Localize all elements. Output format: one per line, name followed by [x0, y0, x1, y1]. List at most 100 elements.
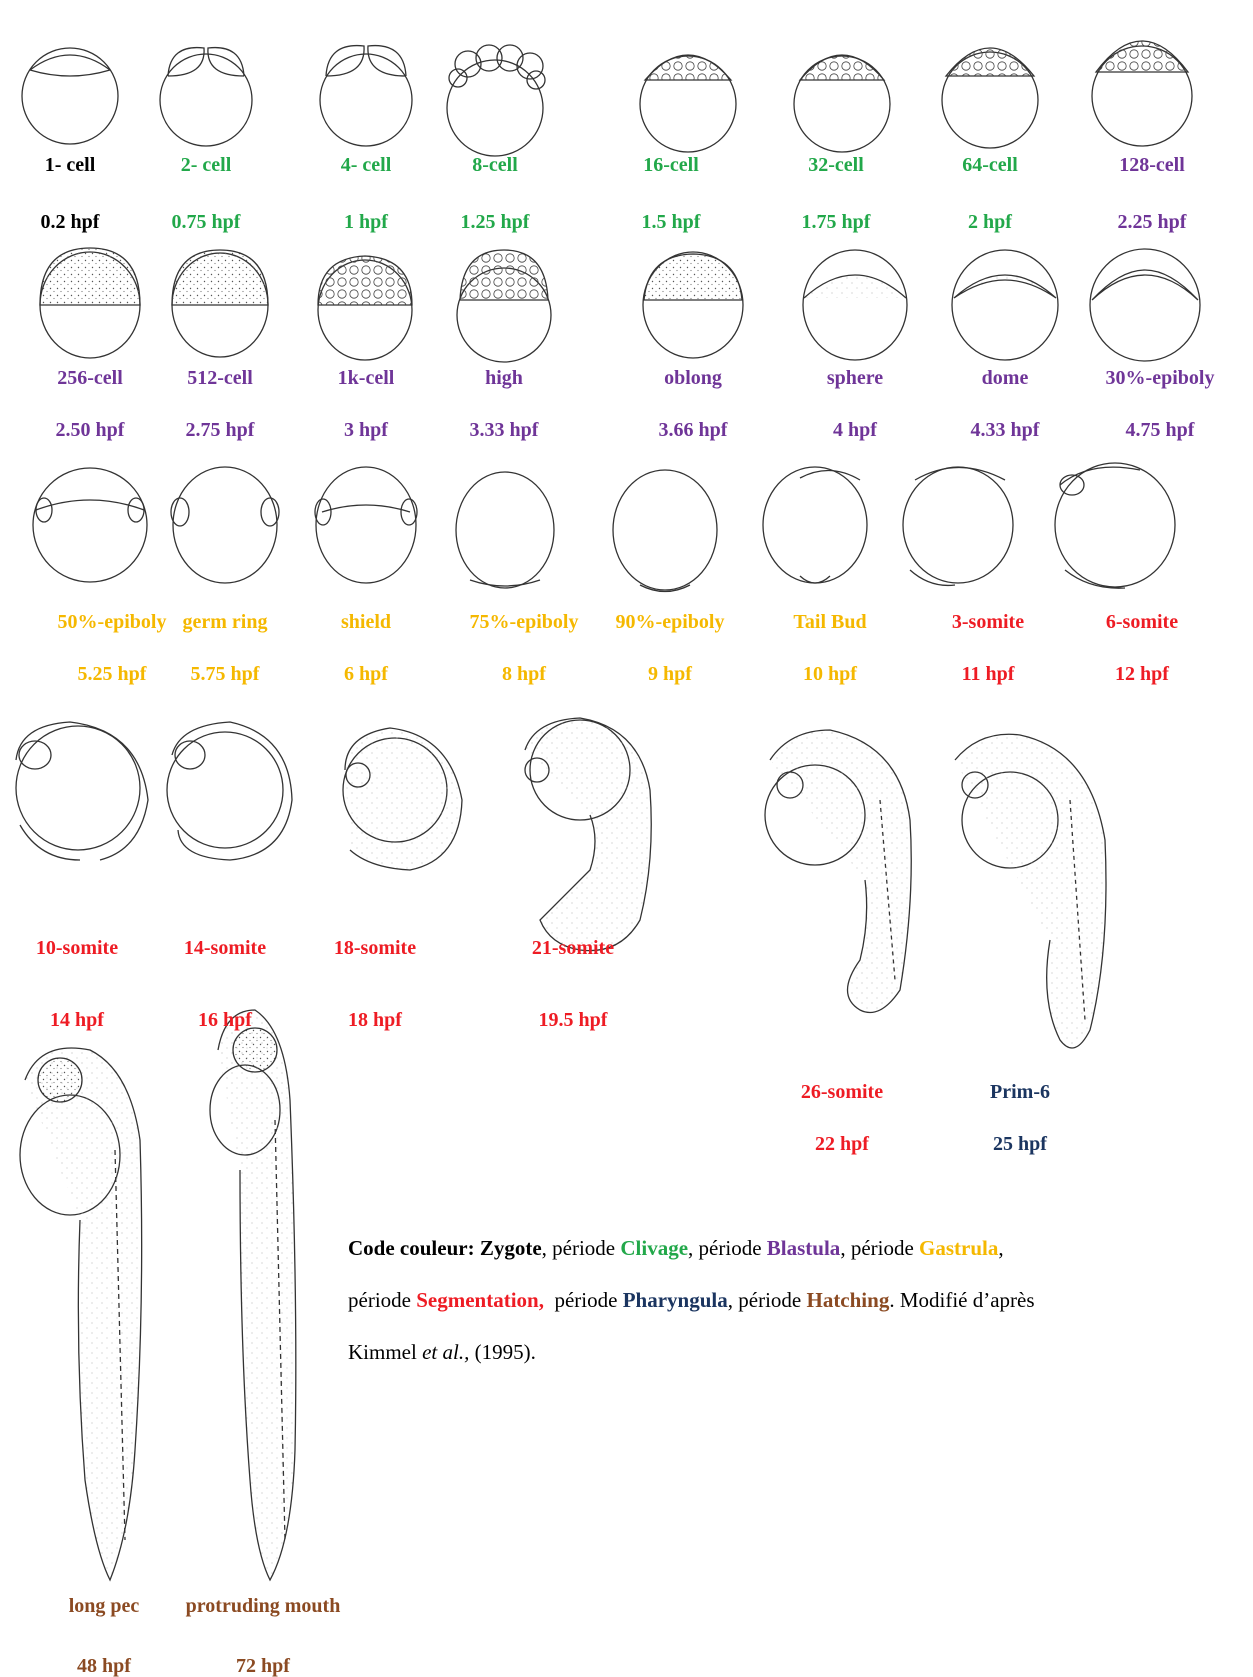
stage-name-label: shield — [341, 612, 391, 632]
larva-long-pec — [20, 1048, 142, 1580]
stage-name-label: 90%-epiboly — [616, 612, 725, 632]
stage-name-label: 64-cell — [962, 155, 1018, 175]
stage-time-label: 8 hpf — [502, 664, 546, 684]
embryo-shield — [315, 467, 417, 583]
stage-time-label: 22 hpf — [815, 1134, 869, 1154]
stage-name-label: 21-somite — [532, 938, 614, 958]
embryo-30-epiboly — [1090, 249, 1200, 361]
stage-name-label: germ ring — [183, 612, 268, 632]
embryo-64-cell — [942, 48, 1038, 148]
caption-blastula: Blastula — [767, 1236, 841, 1260]
stage-name-label: oblong — [664, 368, 722, 388]
stage-name-label: Tail Bud — [793, 612, 866, 632]
embryo-128-cell — [1092, 41, 1192, 146]
embryo-512-cell — [172, 250, 268, 357]
stage-time-label: 4 hpf — [833, 420, 877, 440]
caption-year: (1995). — [475, 1340, 536, 1364]
stage-time-label: 1.75 hpf — [802, 212, 871, 232]
stage-time-label: 1 hpf — [344, 212, 388, 232]
caption-pharyngula: Pharyngula — [623, 1288, 728, 1312]
stage-name-label: 50%-epiboly — [58, 612, 167, 632]
embryo-16-cell — [640, 55, 736, 152]
embryo-1-cell — [22, 48, 118, 144]
stage-time-label: 3.66 hpf — [659, 420, 728, 440]
stage-name-label: dome — [982, 368, 1029, 388]
embryo-3-somite — [903, 467, 1013, 585]
stage-name-label: 18-somite — [334, 938, 416, 958]
embryo-1k-cell — [318, 256, 412, 360]
stage-time-label: 18 hpf — [348, 1010, 402, 1030]
stage-time-label: 4.33 hpf — [971, 420, 1040, 440]
caption-hatching: Hatching — [806, 1288, 889, 1312]
stage-name-label: 1- cell — [45, 155, 96, 175]
embryo-18-somite — [343, 728, 462, 870]
embryo-6-somite — [1055, 463, 1175, 588]
embryo-14-somite — [167, 722, 292, 860]
embryo-32-cell — [794, 55, 890, 152]
stage-name-label: 256-cell — [57, 368, 123, 388]
embryo-10-somite — [16, 722, 148, 860]
caption-etal: et al., — [422, 1340, 469, 1364]
stage-name-label: 26-somite — [801, 1082, 883, 1102]
embryo-75-epiboly — [456, 472, 554, 588]
stage-name-label: 6-somite — [1106, 612, 1178, 632]
embryo-sphere — [803, 250, 907, 360]
embryo-oblong — [643, 252, 743, 358]
embryo-high — [457, 250, 551, 362]
stage-name-label: high — [485, 368, 523, 388]
stage-time-label: 72 hpf — [236, 1656, 290, 1676]
stage-time-label: 12 hpf — [1115, 664, 1169, 684]
stage-name-label: 10-somite — [36, 938, 118, 958]
embryo-germ-ring — [171, 467, 279, 583]
stage-time-label: 25 hpf — [993, 1134, 1047, 1154]
stage-time-label: 48 hpf — [77, 1656, 131, 1676]
stage-time-label: 2.75 hpf — [186, 420, 255, 440]
stage-name-label: long pec — [69, 1596, 140, 1616]
caption-zygote: Zygote — [480, 1236, 542, 1260]
stage-time-label: 16 hpf — [198, 1010, 252, 1030]
embryo-256-cell — [40, 248, 140, 358]
stage-name-label: 4- cell — [341, 155, 392, 175]
stage-name-label: 1k-cell — [338, 368, 395, 388]
stage-time-label: 0.75 hpf — [172, 212, 241, 232]
embryo-4-cell — [320, 46, 412, 146]
stage-time-label: 14 hpf — [50, 1010, 104, 1030]
stage-name-label: 3-somite — [952, 612, 1024, 632]
embryo-90-epiboly — [613, 470, 717, 592]
stage-name-label: 8-cell — [472, 155, 518, 175]
stage-time-label: 6 hpf — [344, 664, 388, 684]
color-code-caption: Code couleur: Zygote, période Clivage, p… — [348, 1222, 1248, 1378]
stage-name-label: 16-cell — [643, 155, 699, 175]
stage-name-label: 30%-epiboly — [1106, 368, 1215, 388]
embryo-50-epiboly — [33, 468, 147, 582]
caption-author: Kimmel — [348, 1340, 417, 1364]
caption-segmentation: Segmentation, — [416, 1288, 544, 1312]
stage-name-label: 2- cell — [181, 155, 232, 175]
stage-time-label: 5.75 hpf — [191, 664, 260, 684]
caption-clivage: Clivage — [620, 1236, 688, 1260]
stage-name-label: 75%-epiboly — [470, 612, 579, 632]
caption-lead: Code couleur: — [348, 1236, 475, 1260]
stage-time-label: 3.33 hpf — [470, 420, 539, 440]
stage-time-label: 2.50 hpf — [56, 420, 125, 440]
stage-name-label: Prim-6 — [990, 1082, 1050, 1102]
stage-time-label: 2.25 hpf — [1118, 212, 1187, 232]
stage-time-label: 1.5 hpf — [642, 212, 701, 232]
stage-time-label: 19.5 hpf — [539, 1010, 608, 1030]
caption-gastrula: Gastrula — [919, 1236, 998, 1260]
stage-name-label: protruding mouth — [186, 1596, 341, 1616]
larva-protruding-mouth — [210, 1010, 296, 1580]
stage-name-label: 512-cell — [187, 368, 253, 388]
stage-time-label: 5.25 hpf — [78, 664, 147, 684]
stage-time-label: 0.2 hpf — [41, 212, 100, 232]
embryo-tail-bud — [763, 467, 867, 583]
stage-time-label: 11 hpf — [962, 664, 1015, 684]
embryo-2-cell — [160, 48, 252, 146]
stage-name-label: 32-cell — [808, 155, 864, 175]
stage-name-label: sphere — [827, 368, 883, 388]
stage-time-label: 9 hpf — [648, 664, 692, 684]
stage-time-label: 4.75 hpf — [1126, 420, 1195, 440]
stage-time-label: 10 hpf — [803, 664, 857, 684]
embryo-prim-6 — [955, 734, 1106, 1048]
